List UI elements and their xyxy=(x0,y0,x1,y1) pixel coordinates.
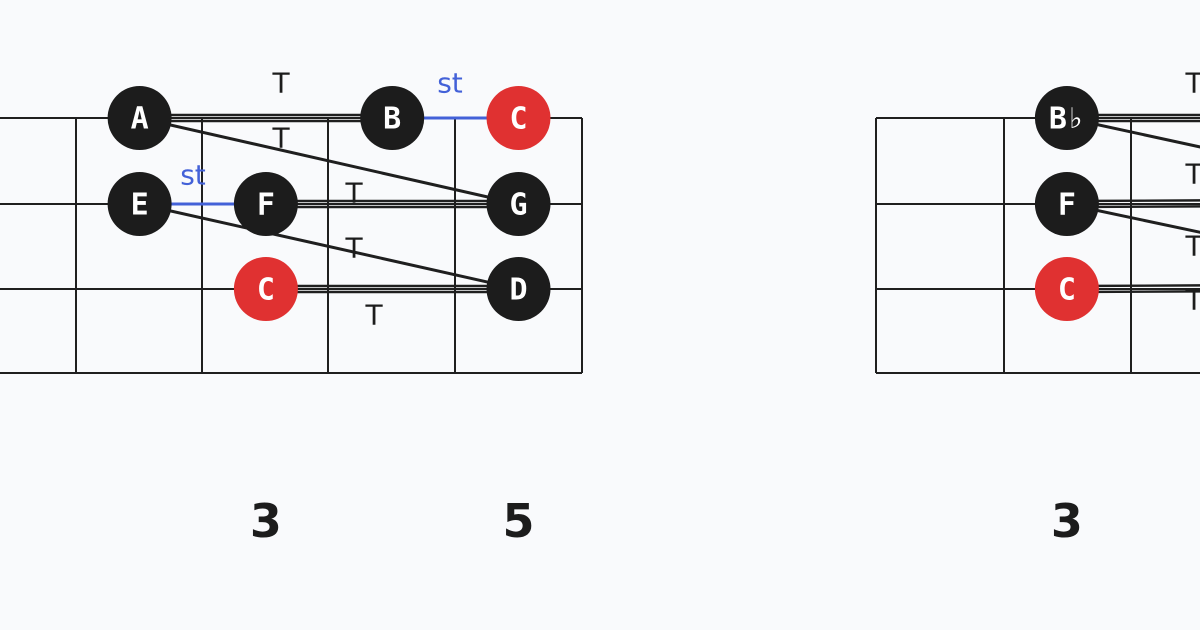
note-name: C xyxy=(257,273,275,308)
note-marker: F xyxy=(1034,172,1099,236)
root-note-marker: C xyxy=(1034,257,1099,321)
note-name: F xyxy=(257,188,275,223)
semitone-label: st xyxy=(180,159,206,192)
note-dot xyxy=(360,86,425,150)
note-marker: G xyxy=(486,172,551,236)
note-dot xyxy=(1034,86,1099,150)
note-name: C xyxy=(1058,273,1076,308)
tone-label: T xyxy=(1184,230,1200,263)
note-dot xyxy=(486,86,551,150)
note-dot xyxy=(107,86,172,150)
tone-connector xyxy=(139,202,519,291)
root-note-marker: C xyxy=(233,257,298,321)
note-marker: E xyxy=(107,172,172,236)
tone-label: T xyxy=(344,177,363,210)
note-name: C xyxy=(509,102,527,137)
tone-connector xyxy=(1066,199,1200,203)
note-dot xyxy=(1034,257,1099,321)
note-dot xyxy=(486,172,551,236)
note-marker: B♭ xyxy=(1034,86,1099,150)
tone-connector xyxy=(1066,284,1200,288)
tone-connector xyxy=(1066,205,1200,209)
note-name: G xyxy=(509,188,527,223)
tone-label: T xyxy=(271,67,290,100)
root-note-marker: C xyxy=(486,86,551,150)
fret-number: 5 xyxy=(502,494,534,548)
tone-connector xyxy=(1066,290,1200,294)
tone-label: T xyxy=(271,122,290,155)
note-name: B♭ xyxy=(1049,102,1085,137)
fret-number: 3 xyxy=(250,494,282,548)
tone-label: T xyxy=(1184,67,1200,100)
fret-grid xyxy=(875,117,1200,374)
note-name: A xyxy=(131,102,149,137)
note-dot xyxy=(233,172,298,236)
tone-connector xyxy=(1066,202,1200,234)
note-name: D xyxy=(509,273,527,308)
note-dot xyxy=(107,172,172,236)
note-marker: B xyxy=(360,86,425,150)
tone-connector xyxy=(139,116,519,206)
fret-number: 3 xyxy=(1051,494,1083,548)
note-dot xyxy=(233,257,298,321)
tone-label: T xyxy=(364,299,383,332)
note-name: B xyxy=(383,102,401,137)
semitone-label: st xyxy=(437,67,463,100)
tone-label: T xyxy=(1184,158,1200,191)
interval-connectors xyxy=(1066,113,1200,294)
note-name: E xyxy=(131,188,149,223)
note-name: F xyxy=(1058,188,1076,223)
tone-label: T xyxy=(344,232,363,265)
tone-label: T xyxy=(1184,284,1200,317)
note-dot xyxy=(1034,172,1099,236)
note-marker: A xyxy=(107,86,172,150)
note-dot xyxy=(486,257,551,321)
tone-connector xyxy=(1066,116,1200,149)
note-marker: F xyxy=(233,172,298,236)
note-marker: D xyxy=(486,257,551,321)
